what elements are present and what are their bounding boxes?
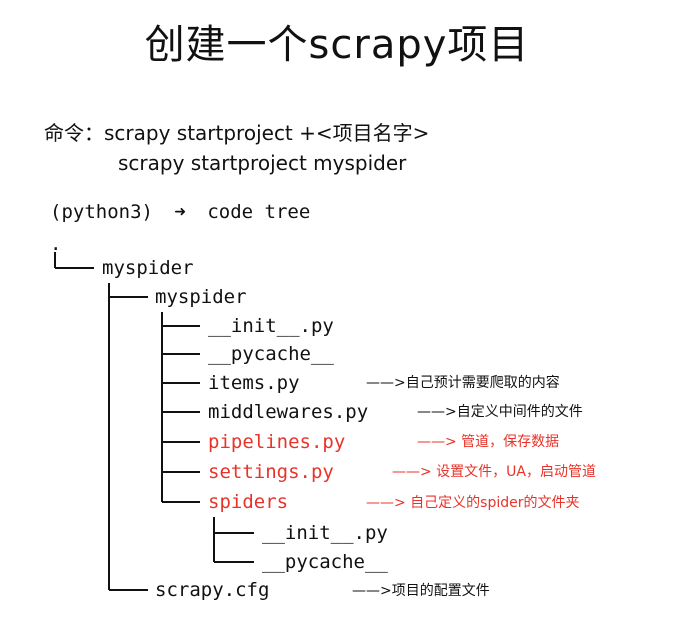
page-title: 创建一个scrapy项目 xyxy=(144,22,530,68)
arrow-icon: ➜ xyxy=(174,201,186,223)
tree-folder-spiders: spiders xyxy=(208,491,289,513)
terminal-prompt: (python3) ➜ code tree xyxy=(50,201,310,223)
tree-file-pipelines: pipelines.py xyxy=(208,431,346,453)
tree-file-middlewares: middlewares.py xyxy=(208,401,369,423)
command-line-2: scrapy startproject myspider xyxy=(118,151,407,175)
note-middlewares: ——>自定义中间件的文件 xyxy=(417,404,583,420)
tree-project-folder: myspider xyxy=(102,257,194,279)
tree-file-init: __init__.py xyxy=(208,315,334,337)
note-pipelines: ——> 管道，保存数据 xyxy=(417,434,560,450)
tree-spiders-init: __init__.py xyxy=(262,522,388,544)
command-block: 命令：scrapy startproject +<项目名字> scrapy st… xyxy=(44,118,429,178)
tree-file-cfg: scrapy.cfg xyxy=(155,579,270,601)
tree-file-settings: settings.py xyxy=(208,461,334,483)
tree-package-folder: myspider xyxy=(155,286,247,308)
tree-spiders-pycache: __pycache__ xyxy=(262,551,388,573)
tree-folder-pycache: __pycache__ xyxy=(208,343,334,365)
note-items: ——>自己预计需要爬取的内容 xyxy=(366,375,560,391)
prompt-command: code tree xyxy=(207,201,311,223)
tree-file-items: items.py xyxy=(208,372,300,394)
note-spiders: ——> 自己定义的spider的文件夹 xyxy=(366,495,580,511)
tree-root: . xyxy=(50,233,62,255)
note-settings: ——> 设置文件，UA，启动管道 xyxy=(392,464,597,480)
prompt-env: (python3) xyxy=(50,201,153,223)
note-cfg: ——>项目的配置文件 xyxy=(352,583,490,599)
command-line-1: 命令：scrapy startproject +<项目名字> xyxy=(44,121,430,145)
